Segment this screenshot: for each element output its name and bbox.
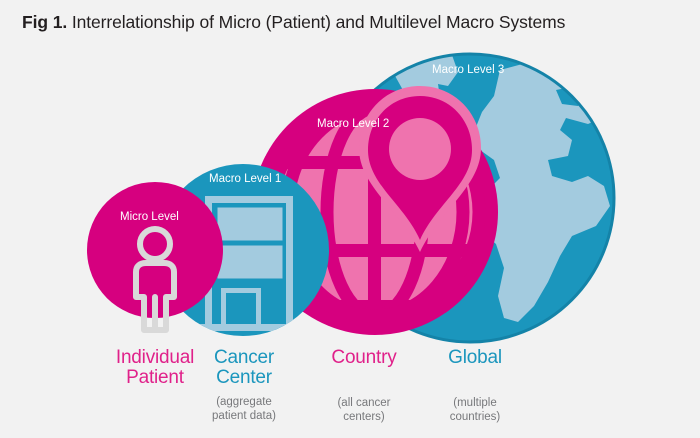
building-door-inner [226, 293, 256, 330]
caption-title-line1: Country [331, 347, 397, 368]
caption-global: Global (multiple countries) [420, 348, 530, 425]
caption-country: Country (all cancer centers) [309, 348, 419, 425]
caption-title-line1: Individual [115, 347, 195, 368]
caption-sub-line2: countries) [449, 411, 501, 424]
caption-title-line1: Global [448, 347, 502, 368]
person-head [137, 226, 173, 262]
caption-title-line2: Center [216, 366, 272, 388]
map-pin-hole [389, 118, 451, 180]
building-window-frame-1 [217, 207, 251, 241]
caption-subtext: (multiple countries) [420, 396, 530, 425]
figure-title-text: Interrelationship of Micro (Patient) and… [71, 12, 566, 32]
caption-subtext: (all cancer centers) [309, 396, 419, 425]
person-body [133, 260, 177, 333]
figure-label: Fig 1. [22, 12, 68, 32]
building-icon [199, 196, 303, 331]
caption-subtext: (aggregate patient data) [187, 395, 301, 424]
building-window-4 [254, 250, 278, 274]
building-window-frame-4 [249, 245, 283, 279]
caption-title-line2: Patient [126, 366, 184, 388]
building-window-3 [222, 250, 246, 274]
building-base [199, 324, 303, 331]
caption-sub-line1: (aggregate [216, 395, 272, 408]
person-icon [133, 226, 177, 333]
figure-title: Fig 1. Interrelationship of Micro (Patie… [22, 12, 565, 33]
building-window-1 [222, 212, 246, 236]
micro-level-circle [87, 182, 223, 318]
building-window-frame-2 [249, 207, 283, 241]
caption-sub-line2: centers) [343, 411, 385, 424]
micro-level-shape [87, 182, 223, 333]
caption-individual-patient: Individual Patient [95, 348, 215, 388]
caption-sub-line1: (multiple [453, 396, 497, 409]
building-window-2 [254, 212, 278, 236]
caption-sub-line2: patient data) [212, 410, 276, 423]
map-pin-icon [359, 86, 481, 252]
caption-cancer-center: Cancer Center (aggregate patient data) [187, 348, 301, 424]
caption-title-line1: Cancer [213, 347, 275, 368]
continent-africa-eurasia [474, 62, 612, 322]
caption-sub-line1: (all cancer [337, 396, 391, 409]
